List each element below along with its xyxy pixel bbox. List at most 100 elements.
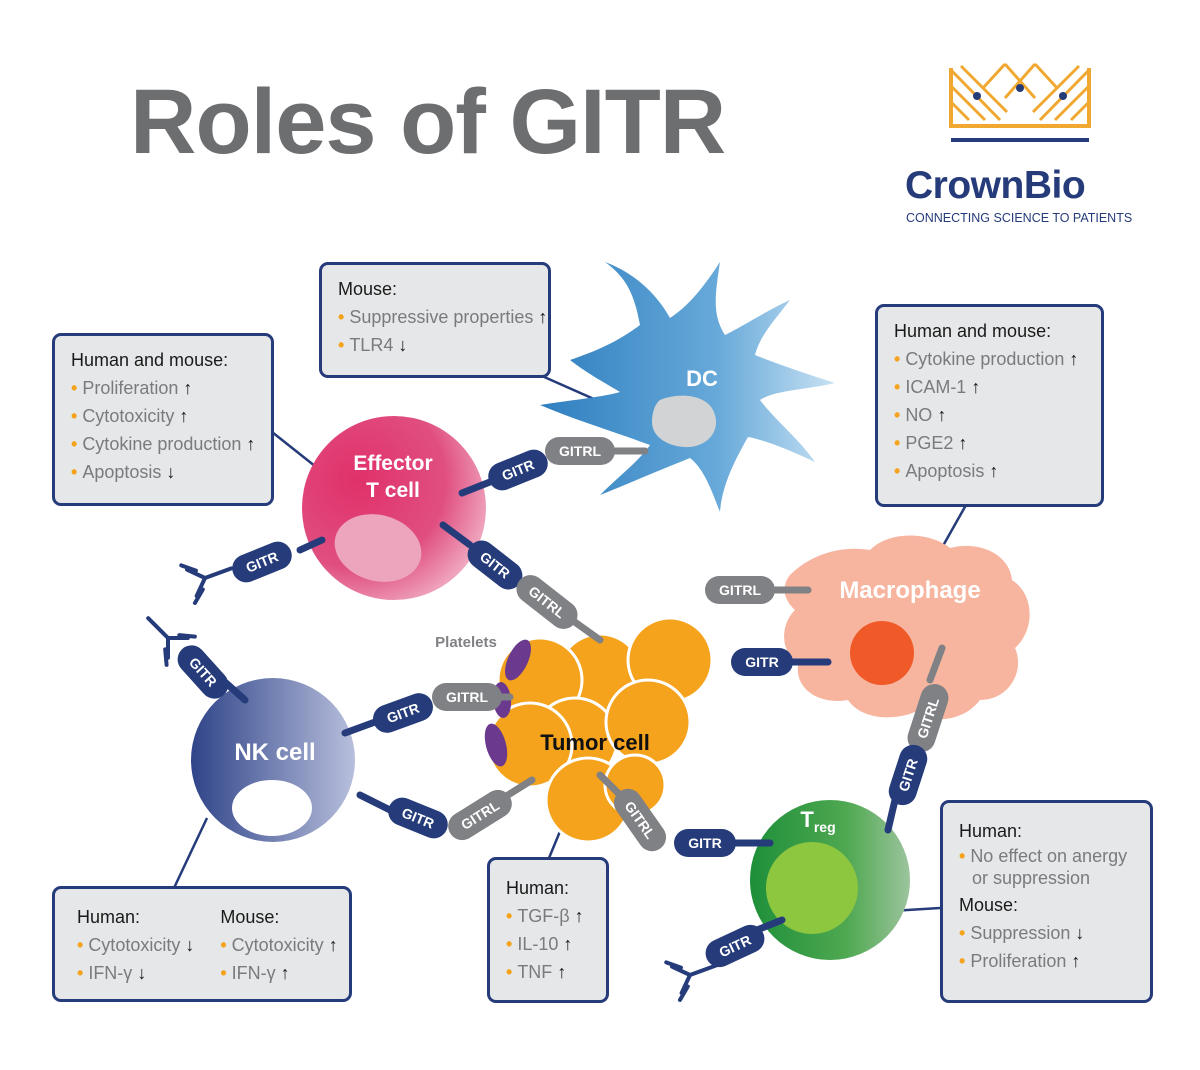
callout-line-nk xyxy=(172,817,209,889)
crown-logo-icon xyxy=(949,62,1091,142)
bullet-icon: • xyxy=(894,349,901,369)
dc-box-list: •Suppressive properties↑•TLR4↓ xyxy=(338,303,547,359)
effector-box-item: •Apoptosis↓ xyxy=(71,462,176,482)
nk-cell-nucleus xyxy=(232,780,312,836)
macrophage-box-item: •ICAM-1↑ xyxy=(894,377,981,397)
macrophage-gitrl-label: GITRL xyxy=(719,582,761,598)
bullet-icon: • xyxy=(959,846,966,866)
treg-box-mouse-item: •Suppression↓ xyxy=(959,923,1085,943)
page-title: Roles of GITR xyxy=(130,71,726,173)
nk-box-human-list: •Cytotoxicity↓ •IFN-γ↓ xyxy=(77,931,194,987)
arrow-up-icon: ↑ xyxy=(183,378,193,398)
bullet-icon: • xyxy=(338,307,345,327)
bullet-icon: • xyxy=(894,461,901,481)
macrophage-cell xyxy=(784,535,1030,720)
effector-gitr-antibody-pill: GITR xyxy=(232,541,292,583)
macrophage-box-list: •Cytokine production↑•ICAM-1↑•NO↑•PGE2↑•… xyxy=(894,345,1085,485)
effector-box-item: •Proliferation↑ xyxy=(71,378,193,398)
arrow-up-icon: ↑ xyxy=(971,377,981,397)
nk-gitr-lower-pill: GITR xyxy=(388,797,448,839)
effector-t-cell-nucleus xyxy=(334,514,422,582)
nk-box-human-item: •Cytotoxicity↓ xyxy=(77,935,195,955)
tumor-gitrl-lower-pill: GITRL xyxy=(448,789,512,841)
arrow-up-icon: ↑ xyxy=(328,935,338,955)
bullet-icon: • xyxy=(894,377,901,397)
bullet-icon: • xyxy=(959,923,966,943)
arrow-up-icon: ↑ xyxy=(1069,349,1079,369)
treg-box-mouse-heading: Mouse: xyxy=(959,895,1019,915)
dc-box-item: •TLR4↓ xyxy=(338,335,408,355)
dc-nucleus xyxy=(652,395,717,448)
platelets-label: Platelets xyxy=(435,634,497,651)
macrophage-box-item: •Apoptosis↑ xyxy=(894,461,999,481)
bullet-icon: • xyxy=(77,963,84,983)
arrow-up-icon: ↑ xyxy=(937,405,947,425)
effector-t-cell-label-line1: Effector xyxy=(353,452,432,475)
macrophage-effects-box: Human and mouse: •Cytokine production↑ •I… xyxy=(875,304,1104,507)
arrow-up-icon: ↑ xyxy=(179,406,189,426)
tumor-box-heading: Human: xyxy=(506,878,570,898)
tumor-box-item: •TNF↑ xyxy=(506,962,567,982)
arrow-up-icon: ↑ xyxy=(246,434,256,454)
macrophage-nucleus xyxy=(850,621,914,685)
bullet-icon: • xyxy=(506,962,513,982)
nk-box-mouse-item: •Cytotoxicity↑ xyxy=(220,935,338,955)
logo-tagline: CONNECTING SCIENCE TO PATIENTS xyxy=(906,211,1133,225)
tumor-gitrl-to-nk-label: GITRL xyxy=(446,689,488,705)
nk-cell xyxy=(191,678,355,842)
nk-cell-effects-box: Human: •Cytotoxicity↓•IFN-γ↓ Mouse: •Cyt… xyxy=(52,886,352,1002)
logo-name: CrownBio xyxy=(905,164,1086,207)
macrophage-label: Macrophage xyxy=(839,577,980,604)
dc-cell xyxy=(540,262,835,512)
bullet-icon: • xyxy=(894,433,901,453)
macrophage-box-item: •Cytokine production↑ xyxy=(894,349,1079,369)
dc-label: DC xyxy=(686,366,718,391)
bullet-icon: • xyxy=(220,963,227,983)
tumor-gitrl-to-nk-pill: GITRL xyxy=(432,683,502,711)
nk-box-human-heading: Human: xyxy=(77,907,141,927)
tumor-gitrl-to-effector-pill: GITRL xyxy=(516,575,578,629)
antibody-icons xyxy=(146,563,719,1002)
arrow-up-icon: ↑ xyxy=(280,963,290,983)
arrow-up-icon: ↑ xyxy=(958,433,968,453)
macrophage-gitrl-pill: GITRL xyxy=(705,576,775,604)
bullet-icon: • xyxy=(338,335,345,355)
bullet-icon: • xyxy=(71,462,78,482)
platelets xyxy=(484,639,531,767)
tumor-box-item: •IL-10↑ xyxy=(506,934,573,954)
bullet-icon: • xyxy=(220,935,227,955)
nk-box-human-column: Human: •Cytotoxicity↓ •IFN-γ↓ xyxy=(77,907,194,987)
nk-box-human-item: •IFN-γ↓ xyxy=(77,963,147,983)
treg-gitr-to-tumor-pill: GITR xyxy=(674,829,736,857)
nk-box-mouse-item: •IFN-γ↑ xyxy=(220,963,290,983)
treg-gitr-to-macrophage-pill: GITR xyxy=(888,744,928,806)
nk-gitr-to-tumor-pill: GITR xyxy=(373,693,433,733)
macrophage-box-heading: Human and mouse: xyxy=(894,321,1052,341)
dc-effects-box: Mouse: •Suppressive properties↑•TLR4↓ xyxy=(319,262,551,378)
arrow-up-icon: ↑ xyxy=(989,461,999,481)
bullet-icon: • xyxy=(506,906,513,926)
bullet-icon: • xyxy=(894,405,901,425)
nk-box-mouse-column: Mouse: •Cytotoxicity↑•IFN-γ↑ xyxy=(220,907,337,987)
effector-box-list: •Proliferation↑•Cytotoxicity↑•Cytokine p… xyxy=(71,374,255,486)
tumor-box-item: •TGF-β↑ xyxy=(506,906,584,926)
bullet-icon: • xyxy=(506,934,513,954)
bullet-icon: • xyxy=(71,378,78,398)
treg-gitr-to-tumor-label: GITR xyxy=(688,835,721,851)
arrow-up-icon: ↑ xyxy=(538,307,548,327)
effector-gitr-to-dc-pill: GITR xyxy=(488,449,548,491)
effector-box-item: •Cytokine production↑ xyxy=(71,434,256,454)
dc-gitrl-pill: GITRL xyxy=(545,437,615,465)
macrophage-gitr-pill: GITR xyxy=(731,648,793,676)
bullet-icon: • xyxy=(959,951,966,971)
bullet-icon: • xyxy=(71,434,78,454)
macrophage-box-item: •NO↑ xyxy=(894,405,947,425)
treg-box-mouse-item: •Proliferation↑ xyxy=(959,951,1081,971)
macrophage-box-item: •PGE2↑ xyxy=(894,433,968,453)
macrophage-gitrl-to-treg-pill: GITRL xyxy=(907,684,949,752)
treg-gitr-antibody-pill: GITR xyxy=(705,924,765,968)
tumor-box-list: •TGF-β↑ •IL-10↑ •TNF↑ xyxy=(506,902,590,986)
